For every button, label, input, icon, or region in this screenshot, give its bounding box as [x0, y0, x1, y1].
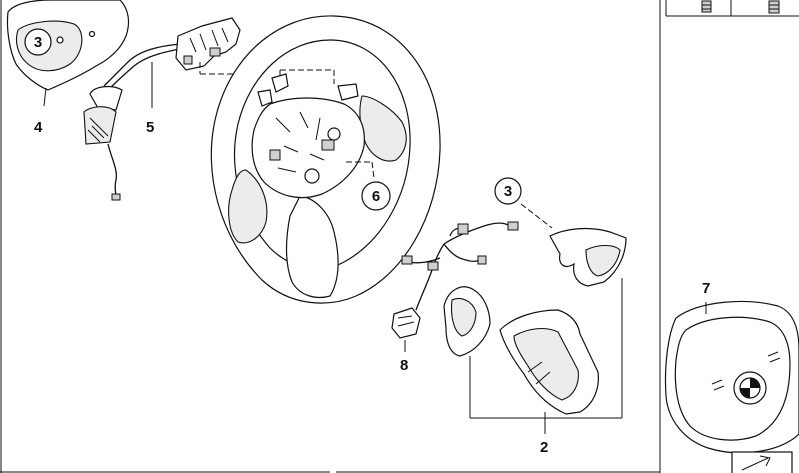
screw-parts-box	[665, 0, 799, 17]
callout-8: 8	[400, 357, 408, 374]
callout-4: 4	[34, 119, 43, 136]
callout-6: 6	[361, 181, 391, 211]
steering-wheel	[210, 15, 441, 304]
callout-5: 5	[146, 119, 154, 136]
nut-icon	[768, 0, 780, 14]
callout-7: 7	[702, 280, 710, 297]
bmw-logo-icon	[733, 371, 767, 405]
callout-2: 2	[540, 439, 548, 456]
callout-3-right: 3	[494, 177, 522, 205]
spoke-cover-2	[443, 278, 623, 434]
screw-icon	[701, 0, 712, 13]
wiring-harness-5	[83, 17, 241, 201]
navigation-arrow-icon	[731, 451, 793, 473]
diagram-frame	[0, 0, 661, 473]
wiring-harness-8	[391, 221, 519, 352]
svg-text:3: 3	[34, 34, 42, 51]
svg-text:6: 6	[372, 188, 380, 205]
callout-3-top: 3	[24, 28, 52, 56]
trim-cover-3	[520, 203, 627, 287]
svg-text:3: 3	[504, 183, 512, 200]
airbag-module	[664, 300, 799, 454]
